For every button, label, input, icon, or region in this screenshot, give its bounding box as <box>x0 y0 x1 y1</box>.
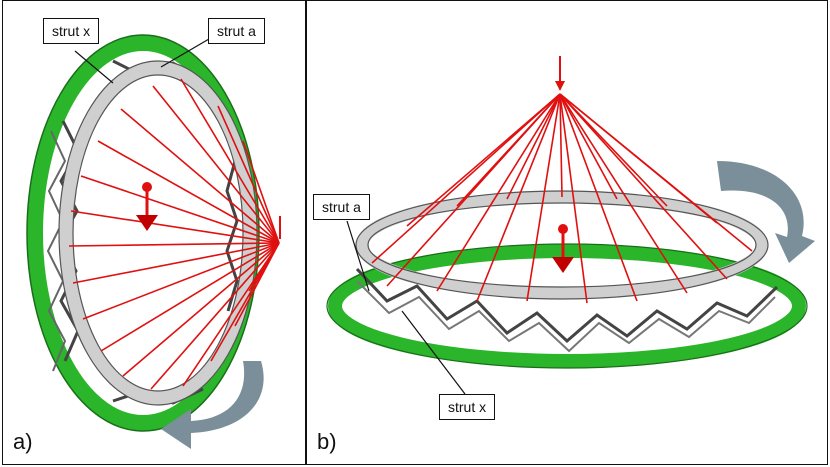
panel-label: a) <box>13 429 33 454</box>
leader-strut-x <box>74 50 114 84</box>
leader-strut-a <box>160 38 210 68</box>
panel-label: b) <box>317 429 337 454</box>
top-load-arrow <box>555 56 565 91</box>
callout-strut-x: strut x <box>43 18 100 44</box>
gravity-marker-icon <box>552 224 574 273</box>
gravity-marker-icon <box>136 182 158 231</box>
panel-b-drawing <box>326 56 815 395</box>
panel-a: strut x strut a a) <box>2 0 306 465</box>
callout-strut-x: strut x <box>439 394 496 420</box>
panel-b: strut a strut x b) <box>306 0 828 465</box>
cables <box>68 78 280 390</box>
callout-strut-a: strut a <box>208 18 265 44</box>
cables <box>371 93 753 304</box>
grey-ring <box>58 60 258 406</box>
strut-lattice <box>355 267 779 353</box>
rotation-arrow-icon <box>717 161 815 263</box>
green-ring <box>326 243 808 369</box>
leader-strut-a <box>346 220 370 292</box>
panel-a-drawing <box>26 34 281 449</box>
leader-strut-x <box>401 310 466 395</box>
callout-strut-a: strut a <box>313 194 370 220</box>
rotation-arrow-icon <box>161 361 264 449</box>
